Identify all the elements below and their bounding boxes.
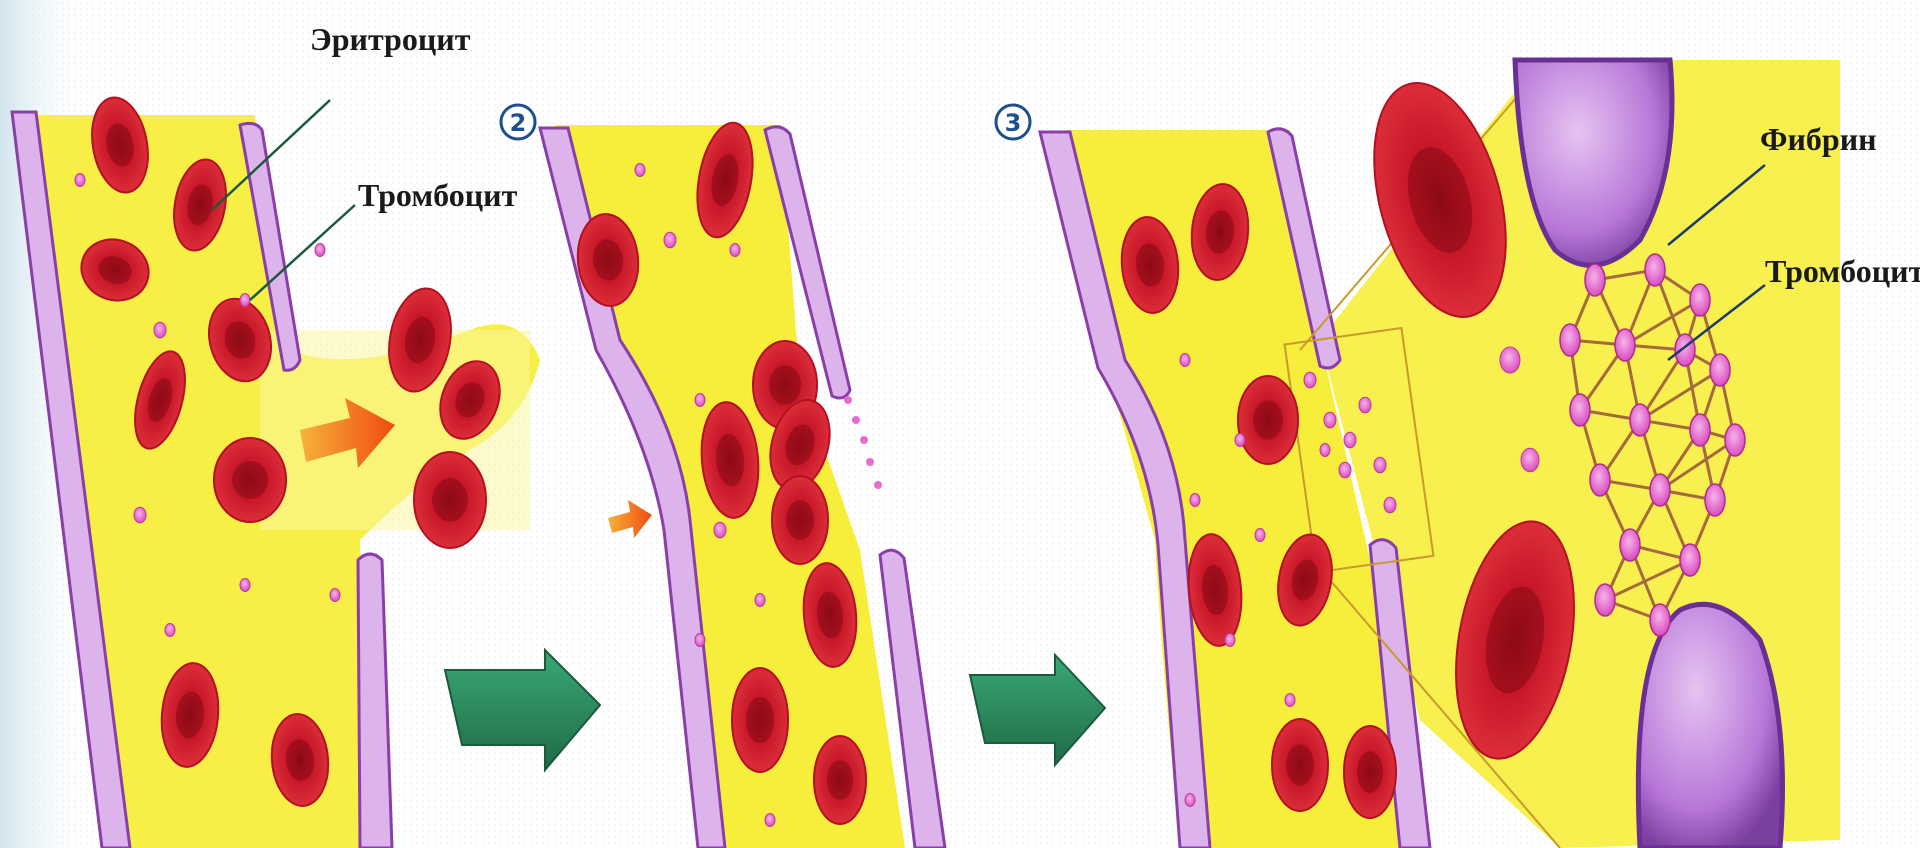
vessel-end-bottom <box>1638 604 1782 848</box>
thrombocyte <box>1344 432 1356 448</box>
thrombocyte <box>75 174 85 187</box>
thrombocyte <box>1590 464 1610 496</box>
thrombocyte <box>134 507 146 523</box>
thrombocyte <box>1630 404 1650 436</box>
thrombocyte <box>1690 284 1710 316</box>
fibrin-label: Фибрин <box>1760 121 1877 157</box>
thrombocyte <box>1710 354 1730 386</box>
erythrocyte <box>814 736 866 824</box>
thrombocyte <box>1705 484 1725 516</box>
thrombocyte <box>635 164 645 177</box>
thrombocyte <box>1680 544 1700 576</box>
erythrocyte <box>772 476 828 564</box>
thrombocyte <box>1384 497 1396 513</box>
stage-2-number: 2 <box>510 109 527 137</box>
thrombocyte <box>714 522 726 538</box>
thrombocyte <box>1180 354 1190 367</box>
thrombocyte-label-1: Тромбоцит <box>358 177 518 213</box>
thrombocyte <box>695 634 705 647</box>
stage-2-marker: 2 <box>501 105 535 139</box>
thrombocyte <box>1620 529 1640 561</box>
thrombocyte <box>1650 474 1670 506</box>
thrombocyte <box>730 244 740 257</box>
thrombocyte <box>240 579 250 592</box>
thrombocyte <box>695 394 705 407</box>
thrombocyte <box>664 232 676 248</box>
thrombocyte <box>755 594 765 607</box>
thrombocyte <box>1615 329 1635 361</box>
thrombocyte <box>1585 264 1605 296</box>
thrombocyte <box>1235 434 1245 447</box>
thrombocyte <box>240 294 250 307</box>
erythrocyte <box>732 668 788 772</box>
thrombocyte-label-2: Тромбоцит <box>1765 253 1920 289</box>
thrombocyte <box>1190 494 1200 507</box>
thrombocyte <box>165 624 175 637</box>
thrombocyte <box>1725 424 1745 456</box>
erythrocyte <box>414 452 486 548</box>
thrombocyte <box>1675 334 1695 366</box>
thrombocyte <box>1645 254 1665 286</box>
thrombocyte <box>1650 604 1670 636</box>
thrombocyte <box>1255 529 1265 542</box>
thrombocyte <box>1570 394 1590 426</box>
erythrocyte <box>1238 376 1298 464</box>
thrombocyte <box>765 814 775 827</box>
thrombocyte <box>1320 444 1330 457</box>
thrombocyte <box>1285 694 1295 707</box>
stage-3-marker: 3 <box>996 105 1030 139</box>
thrombocyte <box>1374 457 1386 473</box>
erythrocyte-label: Эритроцит <box>310 21 471 57</box>
thrombocyte <box>1304 372 1316 388</box>
thrombocyte <box>330 589 340 602</box>
thrombocyte <box>315 244 325 257</box>
erythrocyte <box>1344 726 1396 818</box>
thrombocyte <box>154 322 166 338</box>
thrombocyte <box>1690 414 1710 446</box>
thrombocyte <box>1500 347 1520 373</box>
thrombocyte <box>1185 794 1195 807</box>
thrombocyte <box>1339 462 1351 478</box>
erythrocyte <box>1272 719 1328 811</box>
thrombocyte <box>1359 397 1371 413</box>
thrombocyte <box>1595 584 1615 616</box>
stage-3-number: 3 <box>1005 109 1022 137</box>
thrombocyte <box>1225 634 1235 647</box>
thrombocyte <box>1521 448 1539 471</box>
thrombocyte <box>1324 412 1336 428</box>
erythrocyte <box>214 438 286 522</box>
thrombocyte <box>1560 324 1580 356</box>
